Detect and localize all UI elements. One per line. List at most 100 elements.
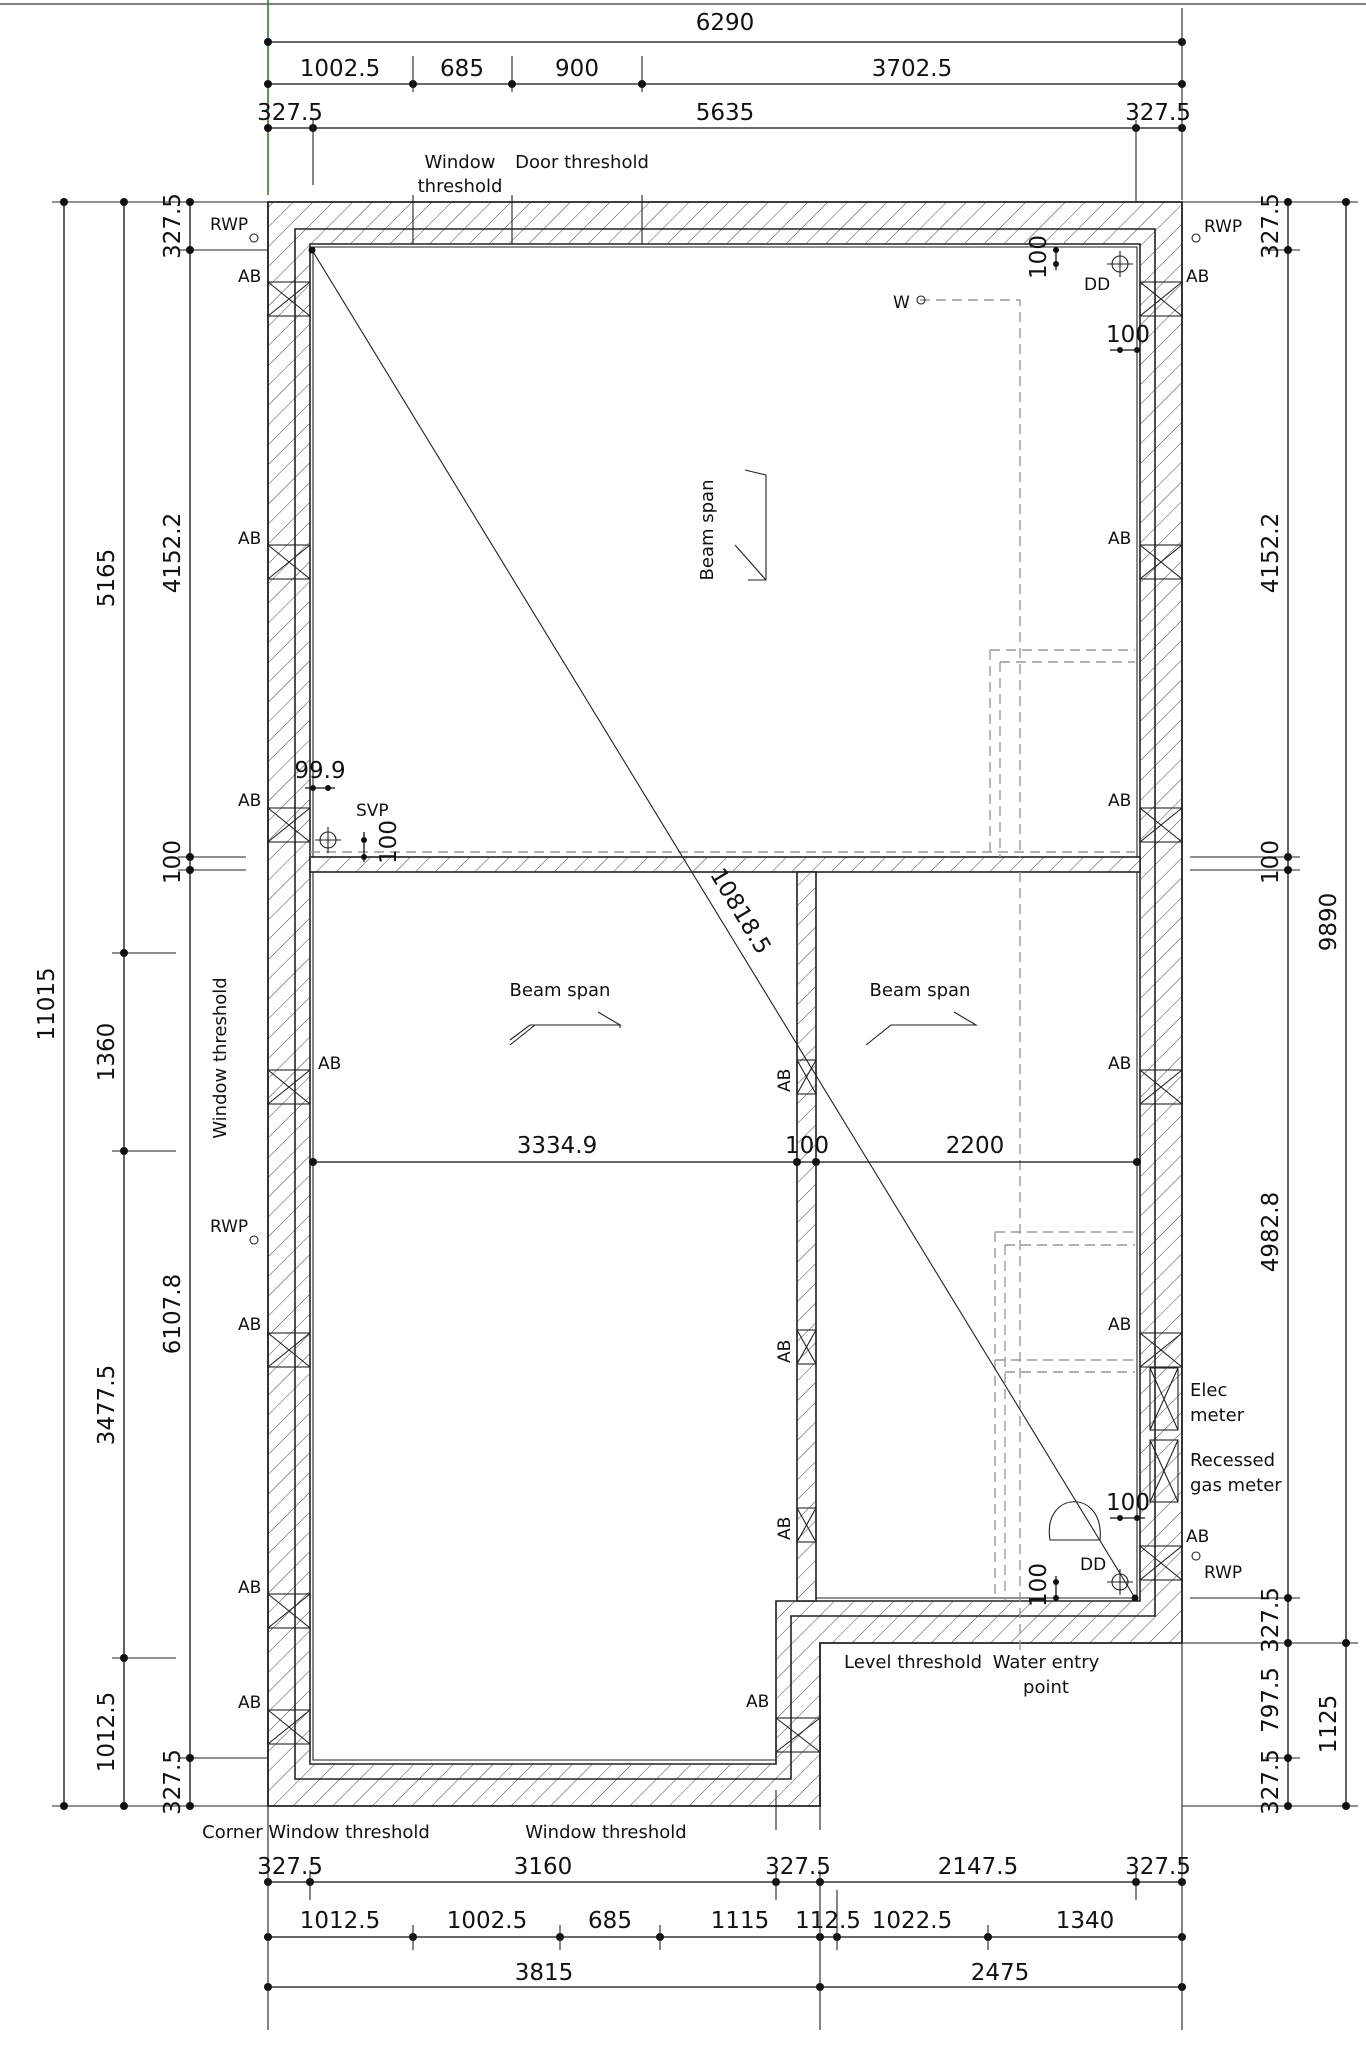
svg-text:AB: AB <box>1186 267 1209 287</box>
svg-text:685: 685 <box>440 56 484 82</box>
gas-meter-label: gas meter <box>1190 1475 1282 1496</box>
svg-text:AB: AB <box>746 1692 769 1712</box>
room-right-outline <box>815 871 1138 1599</box>
dd-bottom-label: DD <box>1080 1555 1106 1575</box>
svg-text:9890: 9890 <box>1316 893 1342 952</box>
top-dimensions: 6290 1002.5 685 900 3702.5 327.5 5635 32… <box>257 8 1191 244</box>
left-dimensions: 11015 5165 1360 3477.5 1012.5 327.5 4152… <box>34 193 268 1815</box>
svg-text:327.5: 327.5 <box>1258 1587 1284 1653</box>
svg-text:327.5: 327.5 <box>257 100 323 126</box>
rwp-top-left-label: RWP <box>210 215 248 235</box>
air-bricks <box>267 281 1183 1753</box>
svg-text:100: 100 <box>1106 322 1150 348</box>
svg-text:6290: 6290 <box>696 10 755 36</box>
svg-text:3815: 3815 <box>515 1960 574 1986</box>
svg-text:AB: AB <box>1108 1054 1131 1074</box>
svg-text:3702.5: 3702.5 <box>872 56 952 82</box>
interior-dimension-row: 3334.9 100 2200 <box>309 1133 1141 1166</box>
svg-text:AB: AB <box>775 1069 795 1092</box>
meter-label: meter <box>1190 1405 1245 1426</box>
svp-label: SVP <box>356 801 389 821</box>
beam-span-arrows <box>509 469 979 1046</box>
window-label: Window <box>425 152 496 173</box>
svg-text:1012.5: 1012.5 <box>300 1908 380 1934</box>
svg-text:4152.2: 4152.2 <box>1258 513 1284 593</box>
door-threshold-label: Door threshold <box>515 152 649 173</box>
svg-text:2200: 2200 <box>946 1133 1005 1159</box>
svg-text:AB: AB <box>238 1315 261 1335</box>
svg-text:4982.8: 4982.8 <box>1258 1192 1284 1272</box>
svg-text:4152.2: 4152.2 <box>160 513 186 593</box>
diagonal-dimension: 10818.5 <box>704 864 775 959</box>
svg-text:3334.9: 3334.9 <box>517 1133 597 1159</box>
svg-text:327.5: 327.5 <box>1125 1854 1191 1880</box>
w-label: W <box>893 293 910 313</box>
diagonal-line <box>311 249 1136 1599</box>
svg-text:5165: 5165 <box>94 549 120 608</box>
svg-text:1340: 1340 <box>1056 1908 1115 1934</box>
svg-text:100: 100 <box>1026 1563 1052 1607</box>
svg-text:AB: AB <box>238 267 261 287</box>
svg-text:1125: 1125 <box>1316 1695 1342 1754</box>
svg-text:100: 100 <box>785 1133 829 1159</box>
svg-text:327.5: 327.5 <box>1258 1749 1284 1815</box>
point-label: point <box>1023 1677 1069 1698</box>
elec-label: Elec <box>1190 1380 1227 1401</box>
svg-text:5635: 5635 <box>696 100 755 126</box>
svg-text:100: 100 <box>1106 1490 1150 1516</box>
svg-text:6107.8: 6107.8 <box>160 1274 186 1354</box>
svg-text:100: 100 <box>1258 840 1284 884</box>
svg-text:327.5: 327.5 <box>160 1749 186 1815</box>
dd-top-label: DD <box>1084 275 1110 295</box>
threshold-label: threshold <box>418 176 503 197</box>
svg-text:100: 100 <box>376 820 402 864</box>
corner-window-threshold-label: Corner Window threshold <box>202 1822 430 1843</box>
walls <box>267 201 1183 1807</box>
svg-text:AB: AB <box>318 1054 341 1074</box>
toilet-symbol <box>1048 1501 1101 1541</box>
svg-text:AB: AB <box>1108 791 1131 811</box>
beam-span-left-label: Beam span <box>510 980 611 1001</box>
svg-text:AB: AB <box>238 1693 261 1713</box>
dashed-services <box>310 299 1135 1650</box>
window-threshold-bottom-label: Window threshold <box>525 1822 686 1843</box>
water-entry-label: Water entry <box>993 1652 1100 1673</box>
rwp-top-right-label: RWP <box>1204 217 1242 237</box>
svg-text:1115: 1115 <box>711 1908 770 1934</box>
svg-text:1360: 1360 <box>94 1023 120 1082</box>
svg-text:797.5: 797.5 <box>1258 1667 1284 1733</box>
svg-text:2475: 2475 <box>971 1960 1030 1986</box>
dd-top-symbol <box>1107 251 1133 277</box>
svg-text:99.9: 99.9 <box>294 758 345 784</box>
svg-text:AB: AB <box>1108 1315 1131 1335</box>
svg-text:AB: AB <box>1186 1527 1209 1547</box>
svp-symbol <box>315 827 341 853</box>
svg-text:3477.5: 3477.5 <box>94 1365 120 1445</box>
w-symbol <box>916 295 926 305</box>
svg-text:AB: AB <box>775 1517 795 1540</box>
svg-text:1022.5: 1022.5 <box>872 1908 952 1934</box>
svg-text:1002.5: 1002.5 <box>300 56 380 82</box>
svg-text:AB: AB <box>1108 529 1131 549</box>
svg-text:327.5: 327.5 <box>765 1854 831 1880</box>
svg-text:1012.5: 1012.5 <box>94 1692 120 1772</box>
svg-text:AB: AB <box>238 1578 261 1598</box>
svg-text:900: 900 <box>555 56 599 82</box>
svg-text:3160: 3160 <box>514 1854 573 1880</box>
labels: RWP RWP RWP RWP AB AB AB AB AB AB AB AB … <box>202 152 1282 1843</box>
svg-text:11015: 11015 <box>34 967 60 1040</box>
bottom-dimensions: 327.5 3160 327.5 2147.5 327.5 1012.5 100… <box>257 1643 1191 2030</box>
svg-text:327.5: 327.5 <box>257 1854 323 1880</box>
svg-text:112.5: 112.5 <box>795 1908 861 1934</box>
right-dimensions: 327.5 4152.2 100 4982.8 327.5 797.5 327.… <box>1182 193 1358 1815</box>
svg-text:100: 100 <box>160 840 186 884</box>
svg-text:1002.5: 1002.5 <box>447 1908 527 1934</box>
svg-text:AB: AB <box>238 529 261 549</box>
room-left-outline <box>312 871 798 1761</box>
svg-text:327.5: 327.5 <box>160 193 186 259</box>
svg-text:685: 685 <box>588 1908 632 1934</box>
svg-text:327.5: 327.5 <box>1125 100 1191 126</box>
svg-text:327.5: 327.5 <box>1258 193 1284 259</box>
recessed-label: Recessed <box>1190 1450 1275 1471</box>
